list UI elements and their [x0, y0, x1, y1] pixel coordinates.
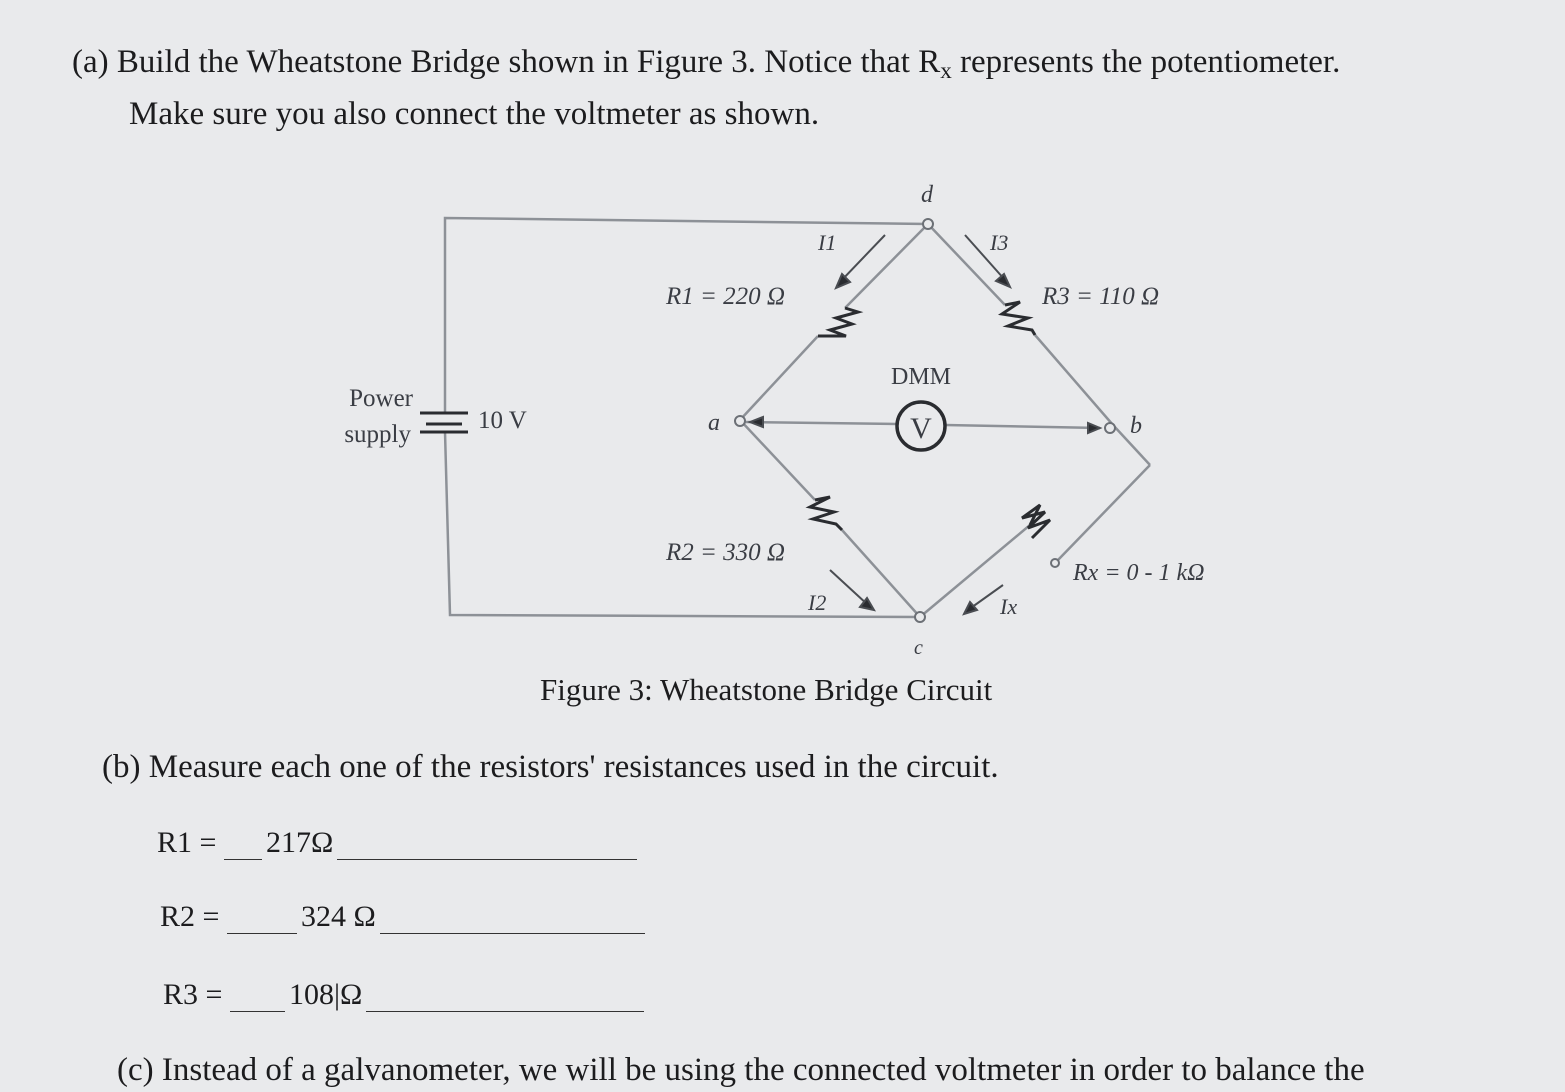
meter-symbol: V — [910, 412, 932, 445]
answer-r1: R1 = 217Ω — [157, 826, 638, 860]
battery-icon — [420, 411, 468, 434]
figure-caption: Figure 3: Wheatstone Bridge Circuit — [540, 672, 993, 707]
rx-label: Rx = 0 - 1 kΩ — [1072, 560, 1205, 586]
answer-r1-blank-left[interactable] — [223, 829, 262, 860]
wheatstone-bridge-figure: V DMM Power supply 10 V R1 = 220 Ω R2 = … — [344, 182, 1205, 659]
answer-r3-blank-left[interactable] — [229, 981, 285, 1012]
node-c-label: c — [914, 637, 923, 659]
answer-r3-blank-right[interactable] — [366, 981, 645, 1012]
r2-resistor — [805, 495, 844, 532]
answer-r1-label: R1 = — [157, 826, 217, 859]
rx-resistor — [1021, 503, 1052, 540]
node-b-label: b — [1130, 413, 1142, 439]
part-b-instructions: (b) Measure each one of the resistors' r… — [102, 749, 999, 785]
answer-r3-value: 108|Ω — [288, 978, 363, 1011]
voltmeter-icon: V — [895, 400, 947, 452]
answer-r2-blank-left[interactable] — [226, 903, 297, 934]
r3-label: R3 = 110 Ω — [1041, 283, 1159, 310]
answer-r2: R2 = 324 Ω — [160, 900, 645, 934]
meter-label: DMM — [891, 364, 951, 390]
answer-r3-label: R3 = — [163, 978, 223, 1011]
i1-label: I1 — [817, 230, 836, 255]
r3-resistor — [997, 300, 1037, 336]
node-terminals — [734, 218, 1116, 623]
part-a-line2: Make sure you also connect the voltmeter… — [129, 95, 820, 132]
answer-r1-blank-right[interactable] — [337, 829, 638, 860]
node-a-label: a — [708, 410, 720, 436]
ix-label: Ix — [999, 594, 1017, 619]
current-arrows — [747, 234, 1103, 616]
answer-r3: R3 = 108|Ω — [163, 978, 645, 1012]
resistor-symbols — [805, 300, 1052, 540]
r1-label: R1 = 220 Ω — [665, 283, 785, 310]
i3-label: I3 — [989, 230, 1008, 255]
part-a-instructions: (a) Build the Wheatstone Bridge shown in… — [72, 40, 1340, 136]
power-label-1: Power — [349, 385, 414, 412]
voltage-label: 10 V — [478, 407, 527, 434]
part-a-line1: (a) Build the Wheatstone Bridge shown in… — [72, 44, 1341, 83]
circuit-wires — [443, 216, 1151, 619]
answer-r2-value: 324 Ω — [300, 900, 376, 933]
answer-r2-label: R2 = — [160, 900, 220, 933]
i2-label: I2 — [807, 590, 826, 615]
part-c-instructions: (c) Instead of a galvanometer, we will b… — [117, 1052, 1365, 1088]
answer-r1-value: 217Ω — [265, 826, 334, 859]
answer-r2-blank-right[interactable] — [379, 903, 645, 934]
node-d-label: d — [921, 182, 934, 208]
r1-resistor — [818, 306, 864, 338]
power-label-2: supply — [344, 421, 411, 448]
r2-label: R2 = 330 Ω — [665, 539, 785, 566]
